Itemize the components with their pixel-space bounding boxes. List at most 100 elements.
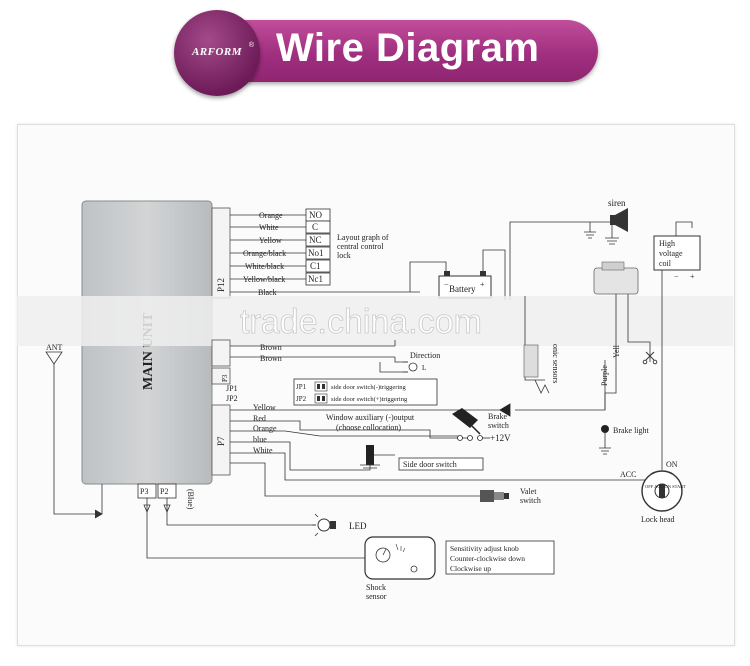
connector-p2-label: P2 <box>160 487 168 496</box>
p12-wire-3: Orange/black <box>243 249 286 258</box>
p12-term-2: NC <box>309 235 322 245</box>
p7-wire-0: Yellow <box>253 403 276 412</box>
battery-symbol <box>409 249 506 300</box>
sensitivity-line3: Clockwise up <box>450 564 491 573</box>
title-banner: Wire Diagram <box>230 20 598 82</box>
connector-p7 <box>211 404 231 476</box>
p12-term-3: No1 <box>308 248 324 258</box>
lock-head-acc: ACC <box>620 470 636 479</box>
coil-lead <box>675 221 693 236</box>
p12-terminal-block <box>305 208 331 286</box>
connector-p12-label: P12 <box>216 278 226 292</box>
lock-head-icon <box>641 470 683 512</box>
p7-wire-2: Orange <box>253 424 277 433</box>
registered-mark: ® <box>248 42 254 49</box>
direction-label: Direction <box>410 351 440 360</box>
relay-box <box>593 267 639 295</box>
page-title: Wire Diagram <box>276 26 540 70</box>
coil-line2: voltage <box>659 249 683 258</box>
jp2-label: side door switch(+)triggering <box>331 396 408 403</box>
brake-switch-line2: switch <box>488 421 509 430</box>
purple-wire-label: Purple <box>600 365 609 386</box>
p7-wire-4: White <box>253 446 273 455</box>
side-door-box <box>398 457 484 471</box>
p8-wire-0: Brown <box>260 343 282 352</box>
p12-term-4: C1 <box>310 261 321 271</box>
header: ARFORM ® Wire Diagram <box>0 0 750 100</box>
jp1-label: side door switch(-)triggering <box>331 384 406 391</box>
direction-mark: L <box>422 364 426 372</box>
shock-line2: sensor <box>366 592 387 601</box>
p7-wire-3: blue <box>253 435 267 444</box>
brake-light-label: Brake light <box>613 426 650 435</box>
jp1-id: JP1 <box>296 383 307 391</box>
connector-p3-top-label: P3 <box>221 374 229 382</box>
lock-note-line3: lock <box>337 251 351 260</box>
p12-wire-4: White/black <box>245 262 284 271</box>
p12-wire-6: Black <box>258 288 277 297</box>
sensitivity-box <box>445 540 555 575</box>
connector-p3-label: P3 <box>140 487 148 496</box>
p7-wire-lines <box>230 409 640 497</box>
side-door-label: Side door switch <box>403 460 457 469</box>
p12-wire-2: Yellow <box>259 236 282 245</box>
lock-note-line2: central control <box>337 242 384 251</box>
p8-wire-1: Brown <box>260 354 282 363</box>
siren-icon <box>590 208 628 245</box>
brake-switch-supply: +12V <box>490 433 511 443</box>
brake-switch-line1: Brake <box>488 412 508 421</box>
ultrasonic-wire <box>524 296 545 381</box>
bottom-wire-lines <box>143 498 365 559</box>
led-label: LED <box>349 521 367 531</box>
antenna-icon <box>45 351 103 519</box>
battery-minus: − <box>444 280 449 289</box>
valet-line1: Valet <box>520 487 537 496</box>
led-icon <box>312 513 336 537</box>
lock-head-on: ON <box>666 460 678 469</box>
window-aux-line2: (choose collocation) <box>336 423 401 432</box>
ultrasonic-label: onic sensors <box>551 344 560 383</box>
yellow-wire-label: Yell <box>612 344 621 358</box>
watermark-band <box>17 296 733 346</box>
p12-wire-lines <box>230 214 420 293</box>
right-wire-lines <box>604 270 663 481</box>
sensitivity-line2: Counter-clockwise down <box>450 554 525 563</box>
ultrasonic-block <box>523 344 539 378</box>
connector-p8 <box>211 339 231 367</box>
siren-label: siren <box>608 198 626 208</box>
coil-plus: + <box>690 272 695 281</box>
p7-wire-1: Red <box>253 414 266 423</box>
brand-logo: ARFORM ® <box>174 10 260 96</box>
sensitivity-line1: Sensitivity adjust knob <box>450 544 519 553</box>
side-door-switch-icon <box>360 445 395 469</box>
window-aux-line1: Window auxiliary (-)output <box>326 413 415 422</box>
lock-head-label: Lock head <box>641 515 675 524</box>
relay-cap <box>601 261 625 271</box>
p12-wire-5: Yellow/black <box>243 275 285 284</box>
shock-line1: Shock <box>366 583 386 592</box>
connector-p7-label: P7 <box>216 436 226 446</box>
battery-label: Battery <box>449 284 476 294</box>
direction-lamp-icon <box>403 361 418 373</box>
valet-switch-icon <box>480 490 509 502</box>
brake-light-icon <box>599 425 611 455</box>
coil-line1: High <box>659 239 675 248</box>
brake-switch-icon <box>452 403 511 441</box>
ultrasonic-sensor-icon <box>534 379 550 394</box>
jp2-side-label: JP2 <box>226 394 238 403</box>
coil-line3: coil <box>659 259 672 268</box>
p12-term-0: NO <box>309 210 322 220</box>
p12-term-5: Nc1 <box>308 274 323 284</box>
brand-name: ARFORM <box>191 46 243 58</box>
lock-head-dial: OFF ACC ON START <box>645 484 686 489</box>
jumper-icons <box>314 381 328 404</box>
jp1-side-label: JP1 <box>226 384 238 393</box>
antenna-label: ANT <box>46 343 63 352</box>
blue-wire-label: (Blue) <box>186 489 195 510</box>
coil-box <box>653 235 701 271</box>
lock-note-line1: Layout graph of <box>337 233 389 242</box>
p12-wire-0: Orange <box>259 211 283 220</box>
valet-line2: switch <box>520 496 541 505</box>
siren-ground-icon <box>584 222 596 239</box>
